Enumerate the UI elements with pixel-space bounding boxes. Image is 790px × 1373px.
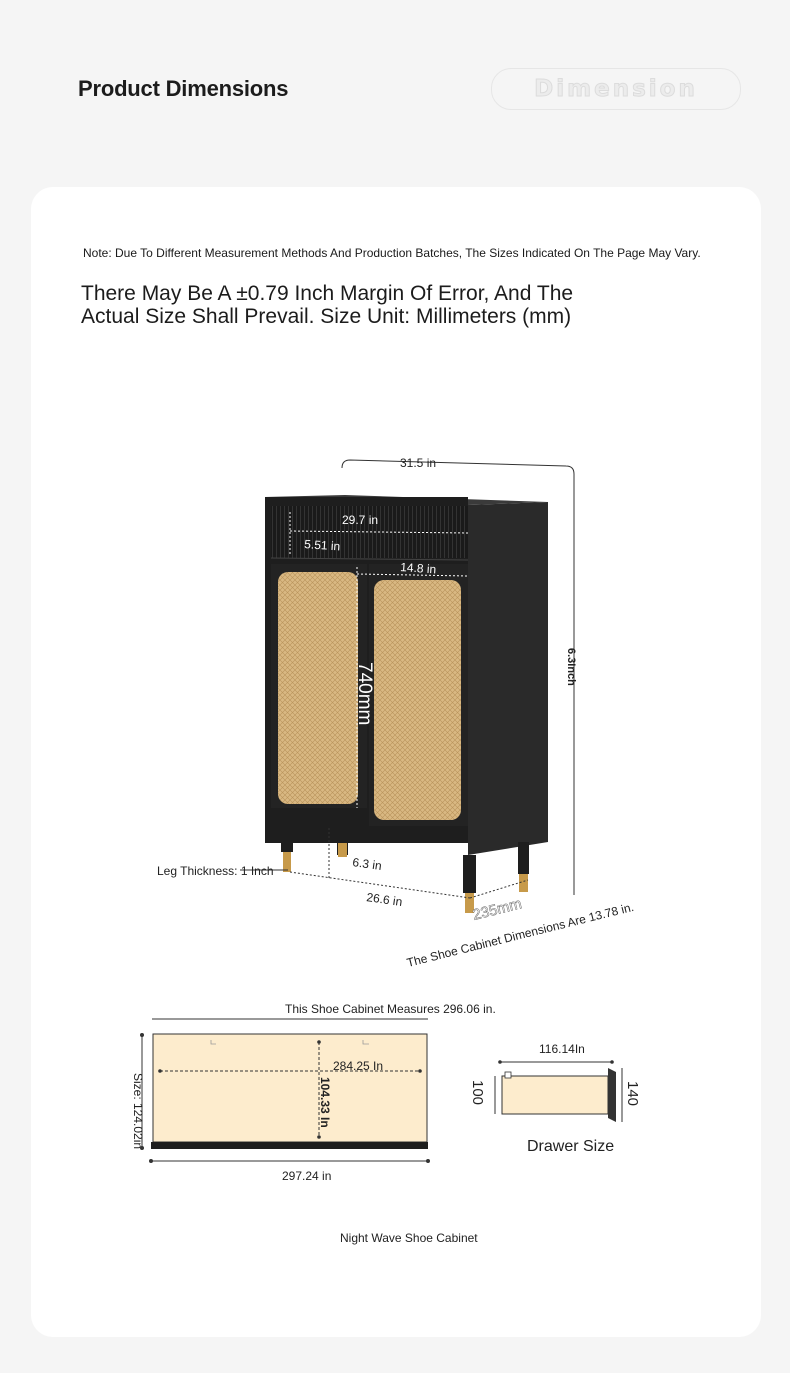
top-width-line [341,459,575,895]
inner-width-label: 29.7 in [342,513,378,527]
disclaimer-line-2: Actual Size Shall Prevail. Size Unit: Mi… [81,305,572,328]
leg-front-left [281,812,293,852]
disclaimer: There May Be A ±0.79 Inch Margin Of Erro… [81,282,641,328]
drawer-box [501,1075,609,1115]
side-size-label: Size: 124.02in [131,1073,145,1149]
drawer-width-label: 116.14In [539,1042,585,1056]
base-width-label: 26.6 in [366,890,404,909]
overall-length-label: This Shoe Cabinet Measures 296.06 in. [285,1002,496,1016]
door-right-rattan [374,580,461,820]
door-width-label: 14.8 in [400,560,437,576]
door-left-rattan [278,572,358,804]
cabinet-diagram: 31.5 in 29.7 in 5.51 in 14.8 in 740mm 6.… [157,456,635,970]
drawer-height-right-label: 140 [624,1081,641,1106]
inner-width-label-plan: 284.25 In [333,1059,383,1073]
leg-back-right [518,842,529,874]
drawer-front [271,506,468,558]
top-view-box [152,1033,428,1143]
leg-front-right [463,855,476,893]
drawer-height-left-label: 100 [469,1080,486,1105]
leg-height-label: 6.3 in [352,855,383,873]
drawer-front-panel [608,1068,616,1122]
drawer-height-label: 5.51 in [304,537,341,553]
page-title: Product Dimensions [78,76,289,101]
total-height-label: 6.3Inch [565,648,577,686]
door-height-label: 740mm [354,662,375,725]
cabinet-side [468,502,548,855]
inner-depth-label-plan: 104.33 In [318,1077,332,1128]
leg-thickness-label: Leg Thickness: 1 Inch [157,864,274,878]
product-caption-text: Night Wave Shoe Cabinet [340,1231,478,1245]
disclaimer-line-1: There May Be A ±0.79 Inch Margin Of Erro… [81,282,574,305]
bottom-width-label: 297.24 in [282,1169,331,1183]
top-view-base [151,1142,428,1149]
dimension-badge: Dimension [491,68,741,110]
measurement-note: Note: Due To Different Measurement Metho… [83,246,701,260]
drawer-size-label: Drawer Size [527,1138,614,1155]
width-top-label: 31.5 in [400,456,436,470]
base-depth-label: 235mm [471,895,524,924]
plan-diagram: This Shoe Cabinet Measures 296.06 in. Si… [131,1002,641,1183]
